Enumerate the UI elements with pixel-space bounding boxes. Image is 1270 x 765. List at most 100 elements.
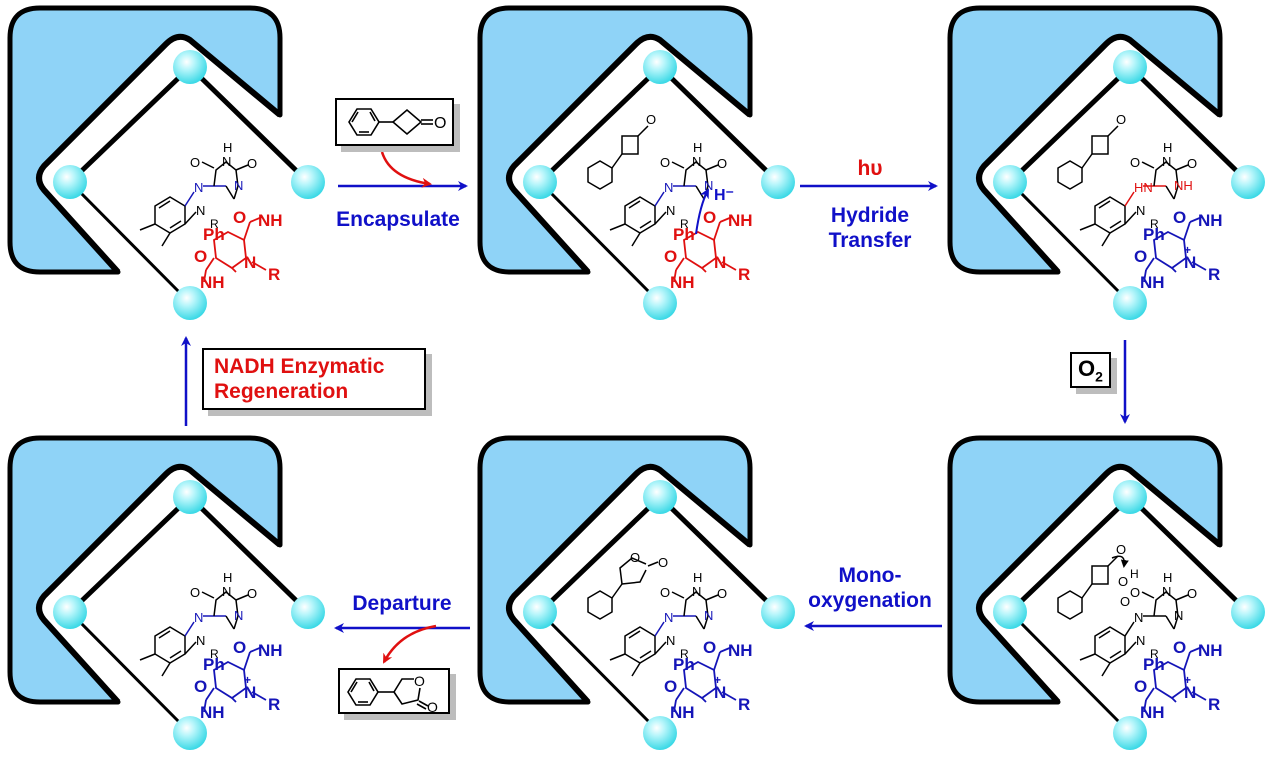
nadh-amide-nh-right: NH: [1198, 211, 1223, 230]
substrate-box: O: [335, 98, 454, 146]
regeneration-label-line1: NADH Enzymatic: [214, 355, 385, 378]
flavin-n10-label: N: [666, 203, 675, 218]
flavin-n1-label: N: [1174, 608, 1183, 623]
flavin-n5-label: N: [194, 610, 203, 625]
flavin-n1-label: N: [234, 608, 243, 623]
label-hydride-line2: Transfer: [828, 229, 912, 252]
cage-edge-top-left: [538, 495, 662, 614]
arrow-product-out: [382, 624, 437, 664]
nadh-r-label: R: [738, 695, 750, 714]
nadh-amide-o-left: O: [664, 247, 677, 266]
flavin-n5-label: N: [1134, 610, 1143, 625]
cage-edge-bottom-left: [68, 610, 192, 735]
carbonyl-oxygen: O: [434, 115, 446, 132]
nadh-amide-o-left: O: [194, 247, 207, 266]
cage-node-sphere-left: [993, 165, 1027, 199]
cage-node-sphere-top: [173, 50, 207, 84]
oxygen-box: O2: [1070, 352, 1111, 389]
cage-node-sphere-right: [291, 595, 325, 629]
flavin-o4-label: O: [1130, 585, 1140, 600]
cage-edge-top-right: [1128, 495, 1250, 614]
flavin-structure: [609, 591, 719, 677]
guest-ketone-peroxide: [1057, 555, 1129, 620]
cage-edge-top-right: [188, 65, 310, 184]
nadh-phenyl-label: Ph: [673, 655, 695, 674]
flavin-o2-label: O: [1187, 586, 1197, 601]
peroxide-h-label: H: [1130, 567, 1139, 581]
flavin-n10-label: N: [196, 203, 205, 218]
cage-outer-wall: [7, 435, 283, 705]
flavin-n3-label: N: [1162, 584, 1171, 599]
flavin-n10-label: N: [196, 633, 205, 648]
flavin-r-label: R: [1150, 217, 1159, 231]
cage-edge-top-right: [658, 65, 780, 184]
nadh-amide-nh-right: NH: [1198, 641, 1223, 660]
ring-oxygen: O: [414, 673, 425, 689]
nadh-amide-o-left: O: [664, 677, 677, 696]
nadh-amide-nh-right: NH: [258, 211, 283, 230]
cage-node-sphere-left: [993, 595, 1027, 629]
cage-band-edge: [36, 33, 282, 275]
nadh-r-label: R: [1208, 695, 1220, 714]
cage-node-sphere-bottom: [173, 716, 207, 750]
cage-edge-top-left: [1008, 495, 1132, 614]
ketone-o-label: O: [1116, 542, 1126, 557]
flavin-n3-label: N: [692, 154, 701, 169]
cage-node-sphere-top: [1113, 50, 1147, 84]
nadh-ring-n-label: N: [714, 683, 726, 702]
nadh-mimic-structure: [203, 216, 267, 283]
flavin-r-label: R: [210, 217, 219, 231]
flavin-r-label: R: [680, 217, 689, 231]
label-mono-line1: Mono-: [838, 564, 902, 587]
flavin-n1-label: N: [704, 608, 713, 623]
flavin-n3-h-label: H: [693, 570, 702, 585]
flavin-o2-label: O: [247, 156, 257, 171]
nadh-phenyl-label: Ph: [1143, 655, 1165, 674]
nadh-mimic-structure: [673, 646, 737, 713]
flavin-n1-label: NH: [1174, 178, 1193, 193]
flavin-r-label: R: [1150, 647, 1159, 661]
flavin-r-label: R: [680, 647, 689, 661]
guest-lactone: [587, 557, 659, 620]
label-mono-line2: oxygenation: [808, 589, 932, 612]
cage-node-sphere-right: [1231, 165, 1265, 199]
cage-node-sphere-top: [1113, 480, 1147, 514]
nadh-mimic-structure: [1143, 216, 1207, 283]
nadh-amide-nh-right: NH: [258, 641, 283, 660]
cage-edge-bottom-left: [538, 610, 662, 735]
ketone-o-label: O: [1116, 112, 1126, 127]
nadh-r-label: R: [268, 265, 280, 284]
nadh-ring-n-label: N: [244, 253, 256, 272]
flavin-n3-h-label: H: [1163, 140, 1172, 155]
nadh-amide-o-left: O: [194, 677, 207, 696]
guest-ketone: [1057, 125, 1119, 190]
label-light: hυ: [857, 157, 883, 180]
flavin-structure: [1079, 591, 1189, 677]
cage-node-sphere-left: [523, 595, 557, 629]
flavin-o4-label: O: [190, 155, 200, 170]
nadh-phenyl-label: Ph: [1143, 225, 1165, 244]
label-hydride-line1: Hydride: [830, 204, 910, 227]
cage-node-sphere-top: [643, 480, 677, 514]
nadh-amide-o-right: O: [1173, 638, 1186, 657]
nadh-mimic-structure: [673, 216, 737, 283]
hydride-label: H⁻: [714, 187, 734, 204]
flavin-o4-label: O: [660, 155, 670, 170]
flavin-n5-label: N: [664, 180, 673, 195]
flavin-r-label: R: [210, 647, 219, 661]
guest-ketone: [587, 125, 649, 190]
cage-node-sphere-top: [643, 50, 677, 84]
cage-edge-top-left: [68, 495, 192, 614]
nadh-ring-n-label: N: [1184, 253, 1196, 272]
nadh-amide-o-right: O: [233, 638, 246, 657]
regeneration-label-line2: Regeneration: [214, 380, 349, 403]
oxygen-subscript: 2: [1095, 368, 1103, 385]
flavin-structure: [139, 161, 249, 247]
cage-edge-top-right: [188, 495, 310, 614]
flavin-n3-h-label: H: [693, 140, 702, 155]
cage-node-sphere-right: [761, 165, 795, 199]
cage-node-sphere-left: [53, 595, 87, 629]
